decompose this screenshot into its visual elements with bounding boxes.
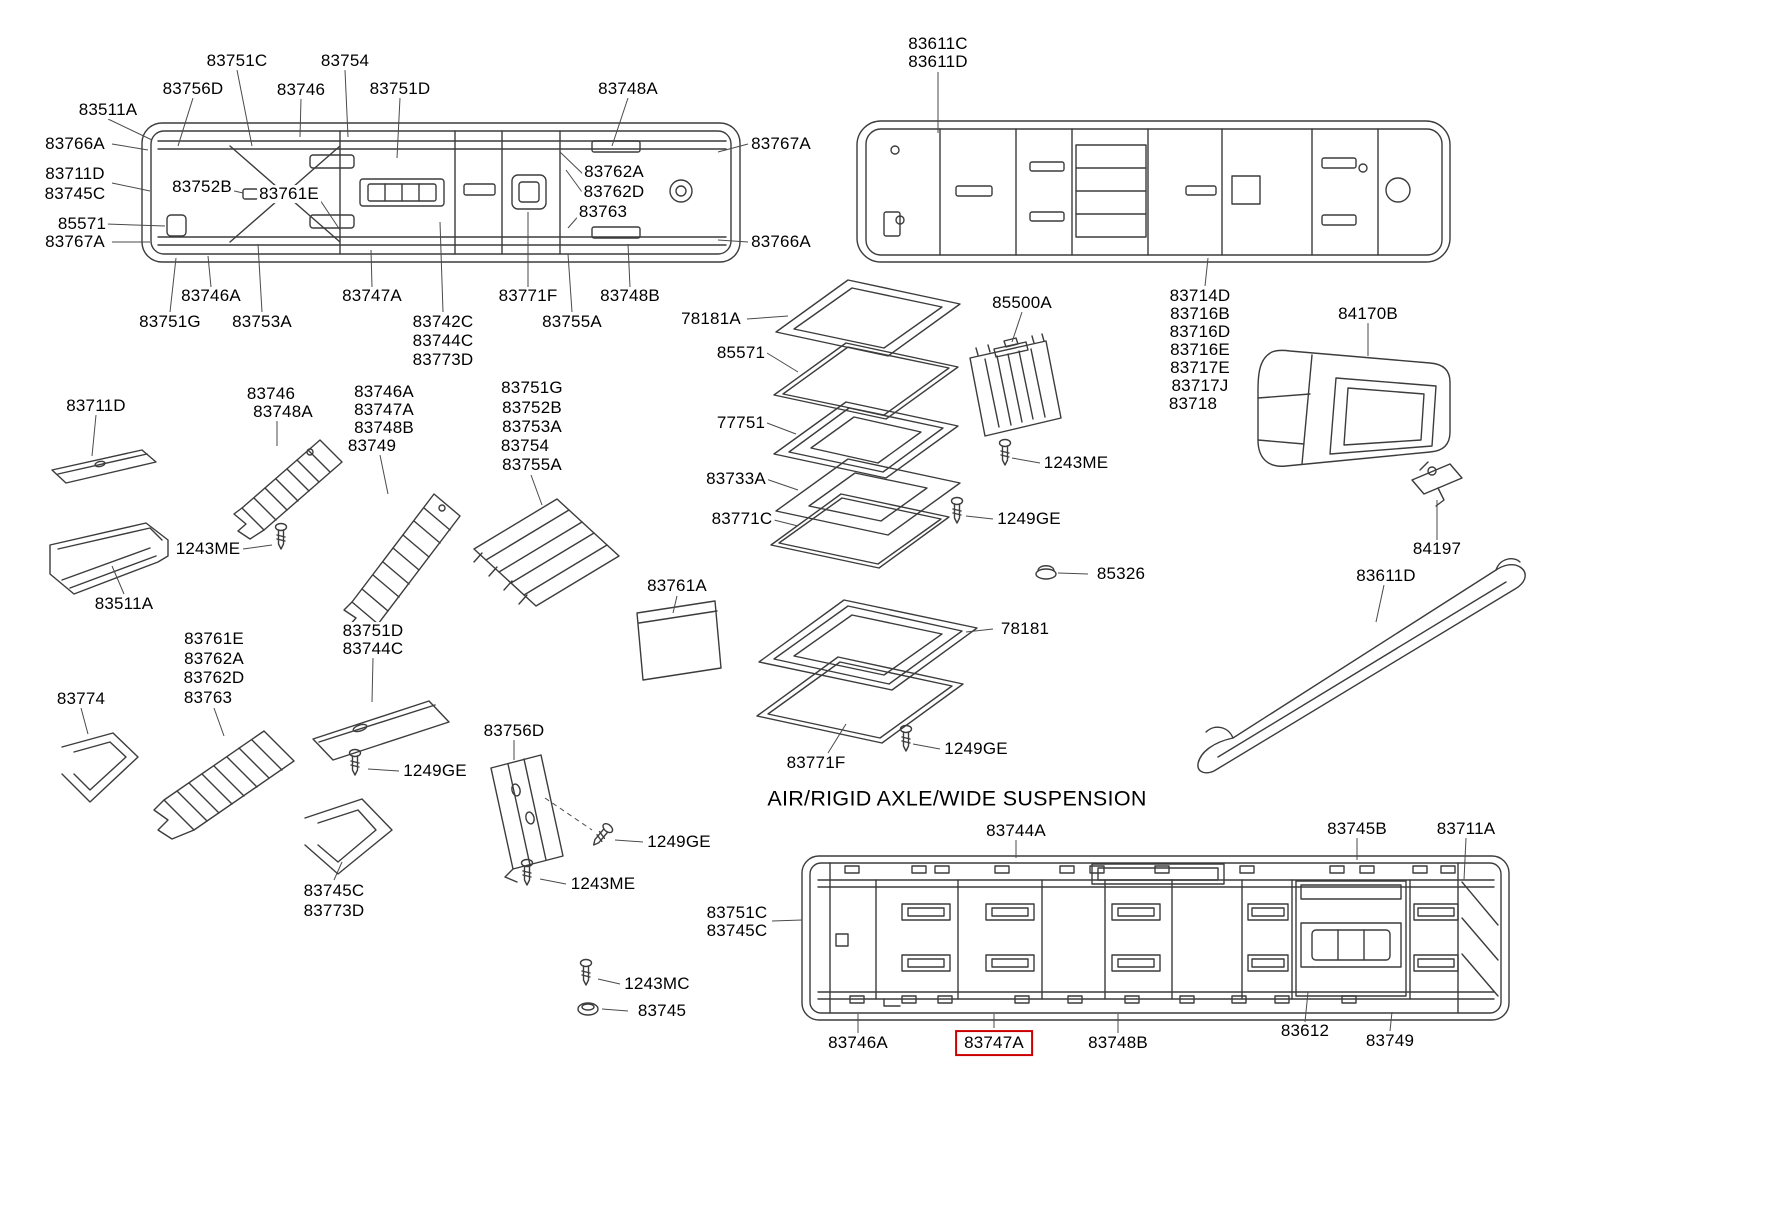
rear-panel-assembly-art xyxy=(801,855,1510,1021)
diagram-section-title: AIR/RIGID AXLE/WIDE SUSPENSION xyxy=(767,786,1147,811)
rail-83746a-art xyxy=(343,493,461,635)
rail-83751g-art xyxy=(473,498,620,607)
rail-83711d-art xyxy=(51,449,157,484)
overhead-bezel-art xyxy=(1257,349,1451,467)
grommet-85326-art xyxy=(1035,565,1057,580)
film-83761a-art xyxy=(636,600,722,681)
sunshade-art xyxy=(969,333,1062,437)
rail-83745c-art xyxy=(304,798,393,875)
rail-83751d-art xyxy=(312,700,450,761)
rail-83761e-art xyxy=(153,730,295,840)
fasteners-art xyxy=(274,438,1057,1016)
side-rail-art xyxy=(1197,558,1526,774)
latch-art xyxy=(1411,461,1463,507)
grommet-83745-art xyxy=(577,1002,599,1016)
roof-panel-assembly-art xyxy=(856,120,1451,263)
rail-83746-art xyxy=(233,439,343,540)
front-frame-assembly-art xyxy=(141,122,741,263)
leader-lines xyxy=(80,69,1467,1033)
rail-83756d-art xyxy=(490,754,564,883)
glass-stack-art xyxy=(756,279,978,744)
rail-83511a-art xyxy=(49,522,169,595)
rail-83774-art xyxy=(61,732,139,803)
